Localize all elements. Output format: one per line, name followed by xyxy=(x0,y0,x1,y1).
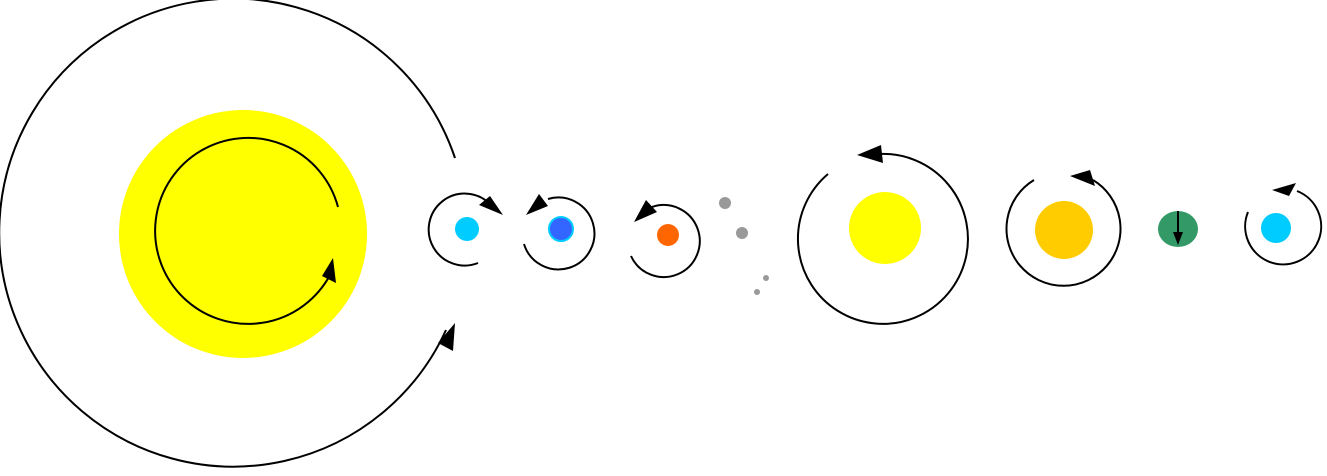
venus xyxy=(549,217,573,241)
mars xyxy=(657,224,679,246)
neptune-rotation-arrowhead xyxy=(1272,183,1296,196)
saturn-rotation-arrowhead xyxy=(1070,170,1095,186)
asteroid xyxy=(736,227,748,239)
saturn-group xyxy=(1006,170,1120,286)
asteroid xyxy=(763,275,769,281)
jupiter-group xyxy=(798,145,968,324)
sun-group xyxy=(0,0,455,467)
venus-group xyxy=(524,194,594,269)
venus-rotation-arrowhead xyxy=(526,194,548,215)
jupiter-rotation-arrowhead xyxy=(857,145,883,163)
jupiter xyxy=(849,192,921,264)
mars-group xyxy=(631,200,700,277)
asteroid-belt xyxy=(719,197,769,295)
mars-rotation-arrowhead xyxy=(634,200,657,222)
sun xyxy=(119,110,367,358)
orbit-arrowhead xyxy=(438,323,455,351)
saturn xyxy=(1035,201,1093,259)
uranus-group xyxy=(1158,211,1198,247)
asteroid xyxy=(754,289,760,295)
neptune-group xyxy=(1245,183,1321,264)
mercury xyxy=(455,217,479,241)
mercury-group xyxy=(429,194,503,266)
asteroid xyxy=(719,197,731,209)
neptune xyxy=(1261,213,1291,243)
